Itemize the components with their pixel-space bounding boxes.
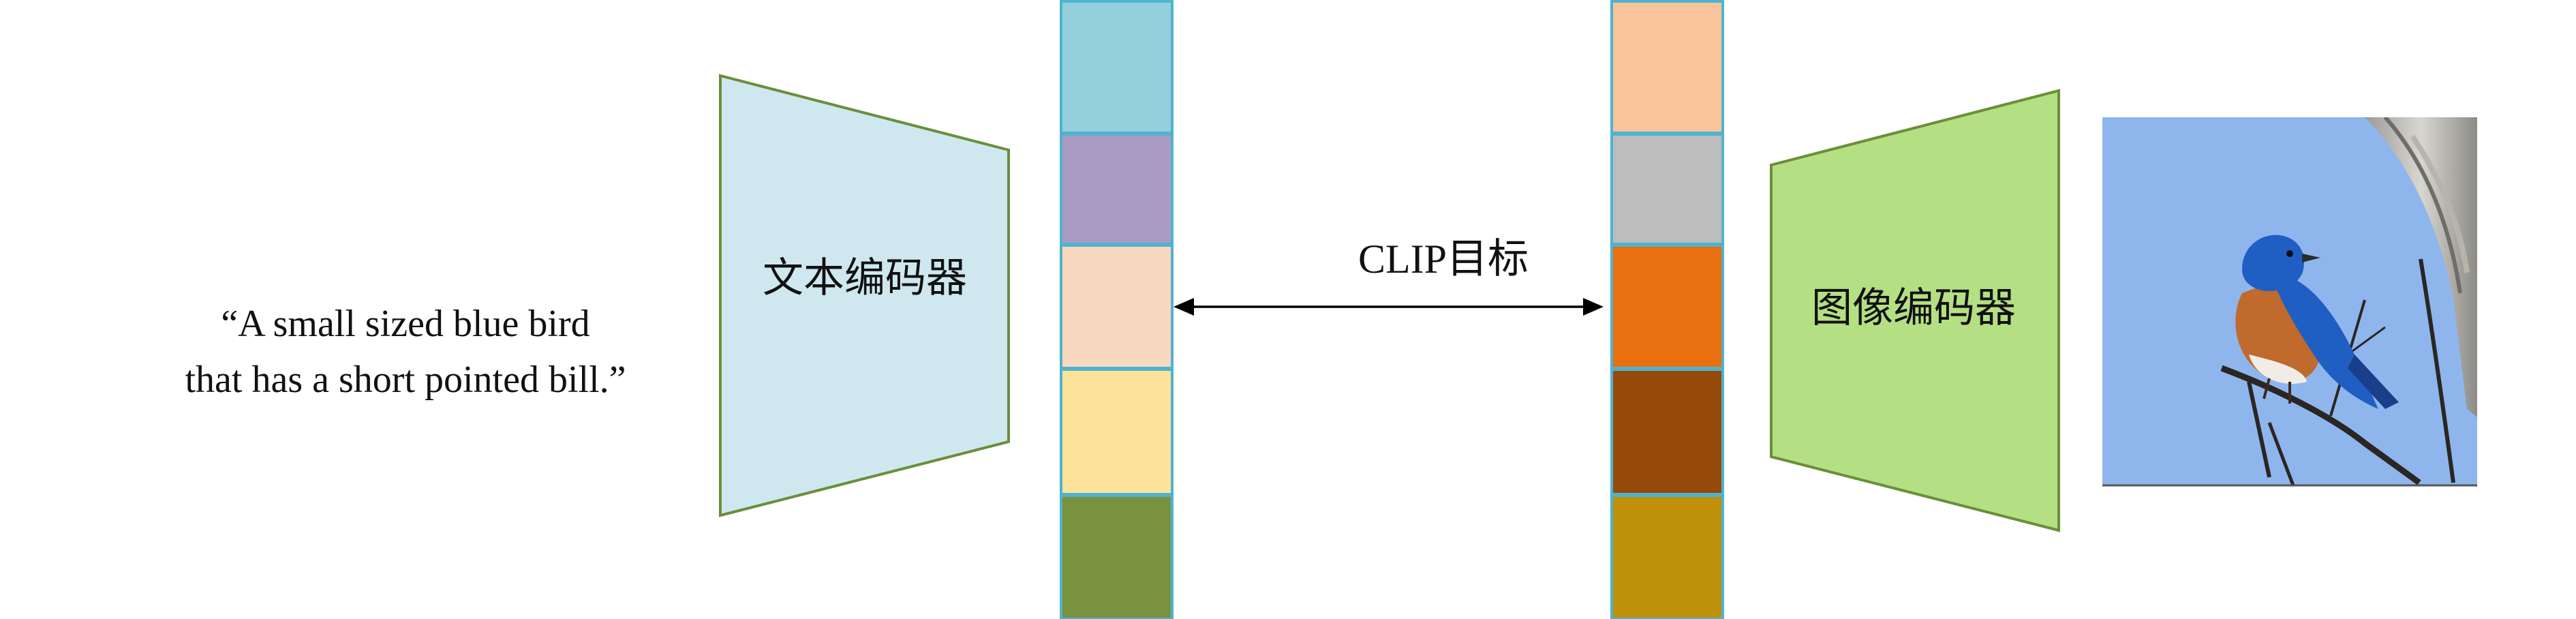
image-embedding-cell-1 bbox=[1610, 0, 1724, 134]
image-embedding-cell-3 bbox=[1610, 244, 1724, 369]
bird-photo bbox=[2102, 117, 2477, 487]
text-embedding-cell-5 bbox=[1060, 494, 1174, 619]
image-encoder-shape bbox=[1770, 89, 2060, 532]
text-embedding-cell-3 bbox=[1060, 244, 1174, 369]
text-encoder-label: 文本编码器 bbox=[763, 256, 967, 301]
image-embedding-cell-4 bbox=[1610, 368, 1724, 496]
image-embedding-vector bbox=[1610, 0, 1724, 619]
caption-line-1: “A small sized blue bird bbox=[221, 303, 589, 345]
text-embedding-vector bbox=[1060, 0, 1174, 619]
text-embedding-cell-4 bbox=[1060, 368, 1174, 496]
text-embedding-cell-2 bbox=[1060, 133, 1174, 245]
caption-line-2: that has a short pointed bill.” bbox=[185, 359, 626, 401]
image-encoder-label: 图像编码器 bbox=[1811, 286, 2016, 331]
image-embedding-cell-5 bbox=[1610, 494, 1724, 619]
image-embedding-cell-2 bbox=[1610, 133, 1724, 245]
text-encoder-shape bbox=[719, 74, 1010, 517]
text-embedding-cell-1 bbox=[1060, 0, 1174, 134]
clip-objective-arrow bbox=[1174, 298, 1604, 316]
clip-objective-label: CLIP目标 bbox=[1358, 237, 1529, 282]
